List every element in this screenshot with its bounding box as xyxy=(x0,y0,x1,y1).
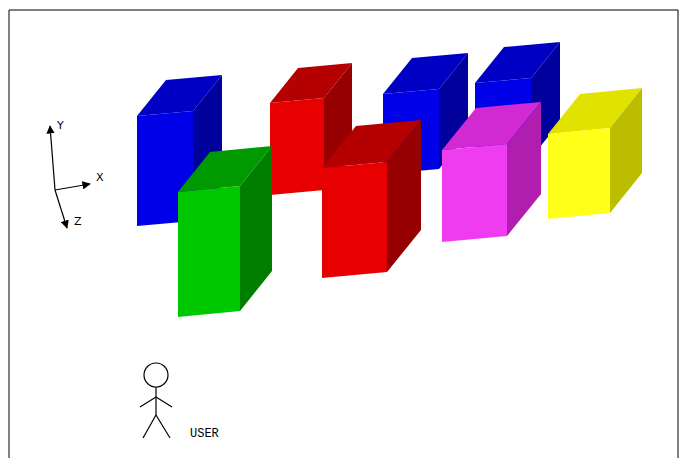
user-label: USER xyxy=(190,428,219,440)
magenta-block xyxy=(442,102,541,242)
frame-border xyxy=(9,10,678,458)
axis-triad xyxy=(50,126,90,228)
axis-label: X xyxy=(96,172,104,183)
user-figure xyxy=(140,363,172,438)
axis-label: Z xyxy=(74,216,82,227)
red-block xyxy=(322,120,421,278)
green-block xyxy=(178,146,272,317)
axis-label: Y xyxy=(57,120,64,131)
yellow-block xyxy=(548,88,642,219)
